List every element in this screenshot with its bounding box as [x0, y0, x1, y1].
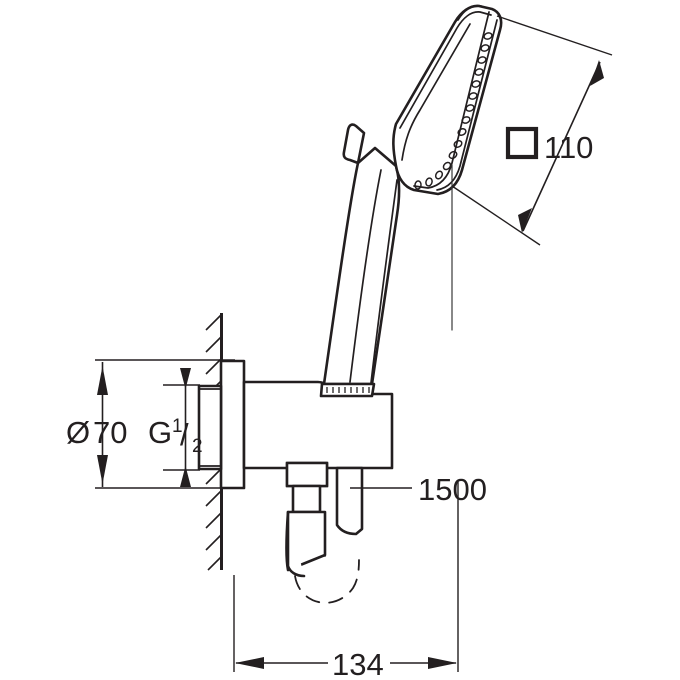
- knurled-nut: [285, 461, 329, 488]
- holder-arm: [335, 466, 364, 536]
- wall-plate: [219, 359, 246, 490]
- dimension-head-width-110: 110: [451, 15, 613, 246]
- shower-hose: [285, 484, 360, 604]
- shower-handle: [319, 123, 401, 398]
- dimension-1500-label: 1500: [418, 472, 487, 507]
- square-symbol-icon: [505, 126, 539, 160]
- fraction-slash: /: [180, 417, 189, 452]
- dimension-thread-size-g-half: G 1 / 2: [148, 368, 203, 487]
- fraction-denominator: 2: [192, 436, 203, 457]
- dimension-projection-134: 134: [233, 480, 459, 680]
- dimension-134-label: 134: [332, 647, 384, 680]
- thread-nipple: [197, 384, 223, 471]
- dimension-diameter-symbol: Ø: [66, 415, 90, 450]
- dimension-110-label: 110: [544, 130, 593, 165]
- fraction-numerator: 1: [172, 416, 183, 437]
- dimension-wall-plate-diameter-70: Ø 70: [66, 359, 235, 489]
- spray-nozzles: [414, 32, 493, 190]
- dimension-70-label: 70: [93, 415, 127, 450]
- dimension-g-label: G: [148, 415, 172, 450]
- dimension-hose-length-1500: 1500: [350, 472, 487, 507]
